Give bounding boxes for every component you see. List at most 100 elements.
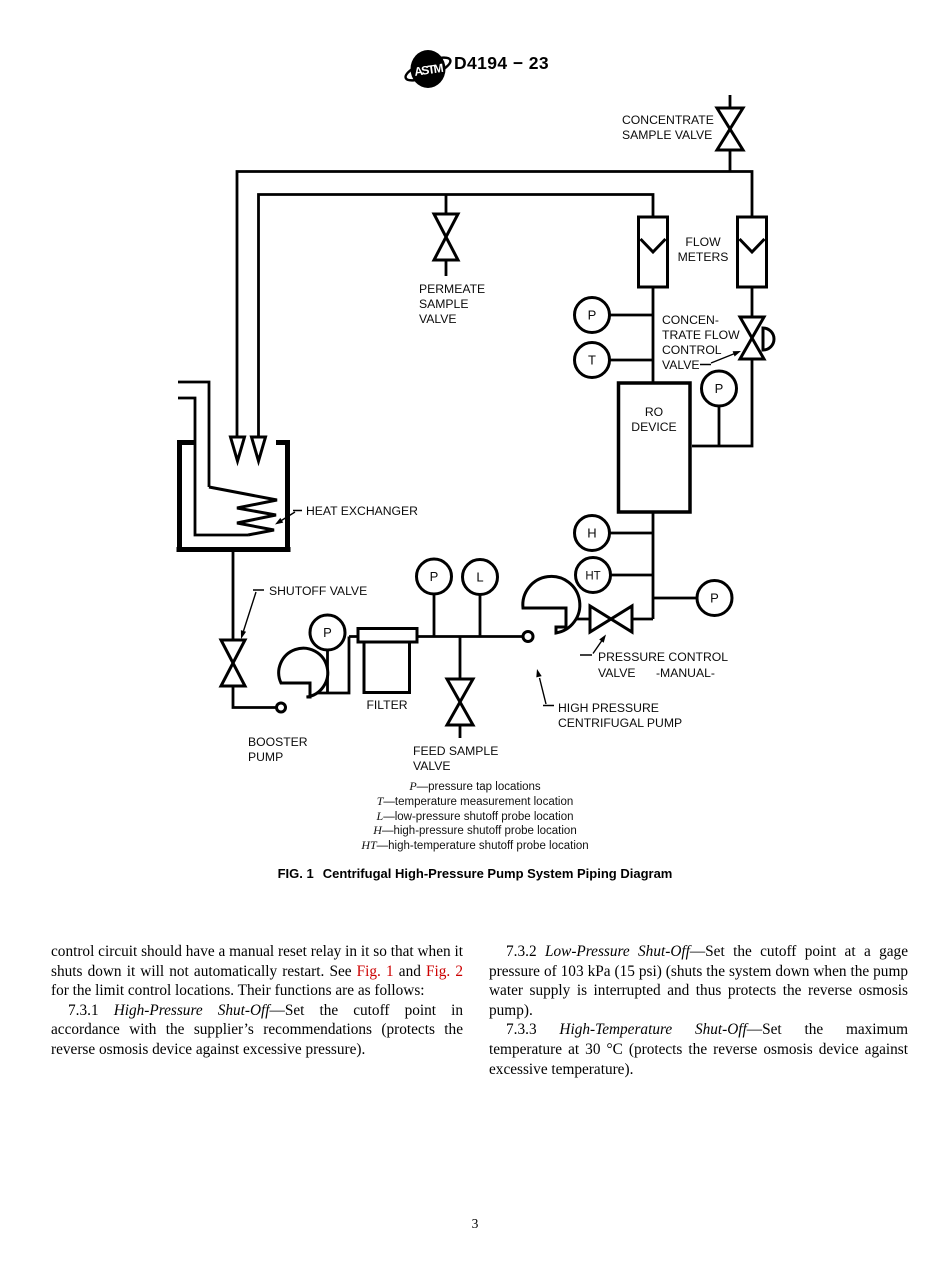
legend-line: H—high-pressure shutoff probe location [0, 823, 950, 839]
permeate-sample-valve-label: SAMPLE [419, 297, 468, 311]
concentrate-flow-control-valve-label: CONCEN- [662, 313, 719, 327]
gauge-letter: H [587, 526, 596, 541]
astm-logo-icon: ASTM [404, 50, 452, 88]
feed-sample-valve-label: FEED SAMPLE [413, 744, 498, 758]
pipe-runs [178, 95, 754, 738]
standard-code: D4194 − 23 [454, 53, 549, 73]
pressure-gauge: P [573, 296, 611, 334]
piping-diagram: RO DEVICE P T P H HT P P [176, 95, 776, 773]
section-number: 7.3.1 [68, 1001, 114, 1019]
feed-sample-valve-icon [444, 677, 476, 727]
gauge-letter: P [710, 591, 719, 606]
paragraph: control circuit should have a manual res… [51, 942, 463, 1001]
high-pressure-pump-label: HIGH PRESSURE [558, 701, 659, 715]
legend-symbol: HT [361, 838, 377, 853]
pressure-gauge: P [700, 369, 738, 408]
heat-exchanger-coil [208, 485, 278, 537]
concentrate-sample-valve-icon [714, 106, 746, 152]
legend-line: HT—high-temperature shutoff probe locati… [0, 838, 950, 854]
ro-device-label: RO [645, 405, 663, 419]
filter-icon [356, 627, 419, 694]
concentrate-flow-control-valve-icon [737, 315, 776, 361]
legend-symbol: L [376, 808, 384, 823]
gauge-letter: P [323, 625, 332, 640]
paragraph-text: for the limit control locations. Their f… [51, 982, 425, 1000]
temperature-probe: T [573, 341, 611, 379]
section-term: High-Temperature Shut-Off [559, 1021, 747, 1039]
legend-line: P—pressure tap locations [0, 779, 950, 795]
heat-exchanger-label: HEAT EXCHANGER [306, 504, 418, 518]
body-column-right: 7.3.2 Low-Pressure Shut-Off—Set the cuto… [489, 942, 908, 1079]
high-pressure-probe: H [573, 514, 611, 552]
pressure-control-valve-label: PRESSURE CONTROL [598, 650, 728, 664]
body-column-left: control circuit should have a manual res… [51, 942, 463, 1060]
fig2-reference-link[interactable]: Fig. 2 [426, 962, 464, 980]
pressure-control-valve-icon [588, 603, 634, 635]
low-pressure-probe: L [461, 558, 499, 596]
section-term: Low-Pressure Shut-Off [544, 943, 690, 960]
concentrate-sample-valve-label: CONCENTRATE [622, 113, 714, 127]
svg-text:ASTM: ASTM [413, 61, 444, 79]
section-7-3-1: 7.3.1 High-Pressure Shut-Off—Set the cut… [51, 1001, 463, 1060]
high-pressure-pump-icon [521, 574, 582, 643]
flow-arrow-icons [228, 435, 268, 467]
section-number: 7.3.3 [506, 1021, 560, 1039]
section-text: —Set the maximum temperature at 30 °C (p… [489, 1021, 908, 1078]
concentrate-flow-control-valve-label: TRATE FLOW [662, 328, 740, 342]
filter-label: FILTER [366, 698, 407, 712]
concentrate-flow-control-valve-label: VALVE [662, 358, 699, 372]
paragraph-text: and [393, 962, 427, 980]
ro-device-label: DEVICE [631, 420, 676, 434]
pressure-control-valve-label: -MANUAL- [656, 666, 715, 680]
booster-pump-label: PUMP [248, 750, 283, 764]
legend-symbol: P [409, 779, 417, 793]
legend-desc: —high-temperature shutoff probe location [376, 840, 589, 853]
section-number: 7.3.2 [506, 943, 545, 960]
flow-meters-label: FLOW [685, 235, 721, 249]
booster-pump-icon [275, 646, 330, 714]
figure-caption: FIG. 1 Centrifugal High-Pressure Pump Sys… [0, 866, 950, 881]
gauge-letter: P [715, 381, 724, 396]
figure-legend: P—pressure tap locations T—temperature m… [0, 779, 950, 854]
fig1-reference-link[interactable]: Fig. 1 [356, 962, 394, 980]
pressure-control-valve-label: VALVE [598, 666, 635, 680]
gauge-letter: P [430, 569, 439, 584]
gauge-letter: T [588, 353, 596, 368]
figure-title: Centrifugal High-Pressure Pump System Pi… [322, 866, 673, 881]
section-text: —Set the cutoff point in accordance with… [51, 1001, 463, 1058]
gauge-letter: L [476, 570, 483, 585]
label-leader-arrows [240, 351, 741, 707]
pressure-gauge: P [415, 557, 453, 596]
section-7-3-2: 7.3.2 Low-Pressure Shut-Off—Set the cuto… [489, 942, 908, 1020]
page-number: 3 [471, 1216, 479, 1231]
feed-sample-valve-label: VALVE [413, 759, 450, 773]
permeate-sample-valve-icon [431, 212, 461, 262]
permeate-sample-valve-label: VALVE [419, 312, 456, 326]
legend-desc: —temperature measurement location [383, 795, 574, 808]
shutoff-valve-label: SHUTOFF VALVE [269, 584, 367, 598]
figure-number: FIG. 1 [277, 866, 314, 881]
diagram-labels: CONCENTRATE SAMPLE VALVE PERMEATE SAMPLE… [248, 113, 740, 773]
legend-line: L—low-pressure shutoff probe location [0, 808, 950, 825]
gauge-letter: P [588, 308, 597, 323]
gauge-letter: HT [585, 571, 600, 583]
flow-meter-icons [637, 215, 768, 289]
paragraph-text: control circuit should have a manual res… [51, 943, 463, 980]
legend-desc: —pressure tap locations [416, 781, 541, 793]
legend-desc: —low-pressure shutoff probe location [383, 810, 574, 823]
legend-symbol: T [376, 793, 384, 808]
flow-meters-label: METERS [678, 250, 729, 264]
high-temperature-probe: HT [574, 556, 612, 594]
heat-exchanger-tank [176, 440, 291, 552]
section-text: —Set the cutoff point at a gage pressure… [489, 943, 908, 1019]
ro-device: RO DEVICE [616, 381, 692, 514]
pressure-gauge: P [695, 579, 734, 617]
legend-desc: —high-pressure shutoff probe location [381, 825, 577, 838]
legend-symbol: H [373, 823, 382, 838]
section-term: High-Pressure Shut-Off [113, 1001, 270, 1019]
high-pressure-pump-label: CENTRIFUGAL PUMP [558, 716, 682, 730]
shutoff-valve-icon [218, 638, 248, 688]
booster-pump-label: BOOSTER [248, 735, 308, 749]
permeate-sample-valve-label: PERMEATE [419, 282, 485, 296]
pressure-gauge: P [308, 613, 347, 652]
